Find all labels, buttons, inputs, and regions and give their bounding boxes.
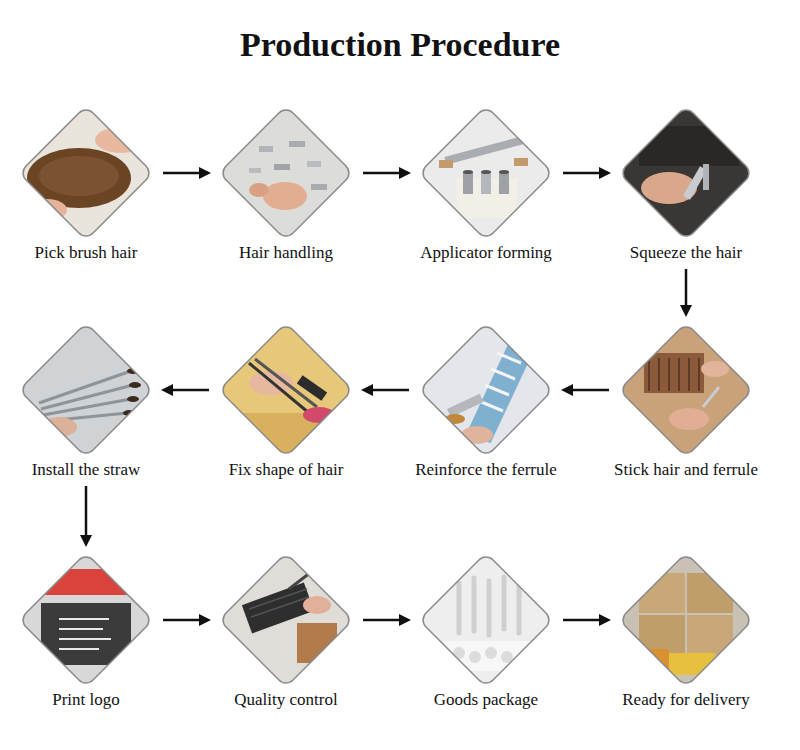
- process-diamond: [219, 106, 353, 240]
- step-label: Squeeze the hair: [586, 243, 786, 263]
- step-label: Stick hair and ferrule: [586, 460, 786, 480]
- process-step: Fix shape of hair: [219, 323, 353, 480]
- process-step: Print logo: [19, 553, 153, 710]
- flow-arrow: [163, 167, 211, 179]
- flow-arrow: [363, 167, 411, 179]
- process-step: Stick hair and ferrule: [619, 323, 753, 480]
- process-step: Applicator forming: [419, 106, 553, 263]
- diagram-title: Production Procedure: [0, 26, 800, 64]
- process-diamond: [19, 553, 153, 687]
- process-diamond: [19, 323, 153, 457]
- process-step: Squeeze the hair: [619, 106, 753, 263]
- flow-arrow: [563, 167, 611, 179]
- process-step: Hair handling: [219, 106, 353, 263]
- step-label: Fix shape of hair: [186, 460, 386, 480]
- process-diamond: [419, 106, 553, 240]
- process-step: Ready for delivery: [619, 553, 753, 710]
- flow-arrow: [563, 614, 611, 626]
- step-label: Pick brush hair: [0, 243, 186, 263]
- step-label: Goods package: [386, 690, 586, 710]
- step-label: Reinforce the ferrule: [386, 460, 586, 480]
- flow-arrow: [163, 614, 211, 626]
- process-diamond: [419, 553, 553, 687]
- step-label: Quality control: [186, 690, 386, 710]
- step-label: Hair handling: [186, 243, 386, 263]
- flow-arrow: [80, 486, 92, 547]
- process-step: Install the straw: [19, 323, 153, 480]
- flow-arrow: [363, 614, 411, 626]
- flow-arrow: [361, 384, 409, 396]
- process-diamond: [219, 553, 353, 687]
- process-step: Quality control: [219, 553, 353, 710]
- step-label: Ready for delivery: [586, 690, 786, 710]
- step-label: Install the straw: [0, 460, 186, 480]
- flow-arrow: [680, 269, 692, 317]
- process-diamond: [219, 323, 353, 457]
- flow-arrow: [561, 384, 609, 396]
- process-diamond: [619, 323, 753, 457]
- step-label: Print logo: [0, 690, 186, 710]
- step-label: Applicator forming: [386, 243, 586, 263]
- process-diamond: [419, 323, 553, 457]
- process-step: Goods package: [419, 553, 553, 710]
- process-step: Pick brush hair: [19, 106, 153, 263]
- process-diamond: [619, 106, 753, 240]
- flow-arrow: [161, 384, 209, 396]
- process-diamond: [19, 106, 153, 240]
- process-step: Reinforce the ferrule: [419, 323, 553, 480]
- process-diamond: [619, 553, 753, 687]
